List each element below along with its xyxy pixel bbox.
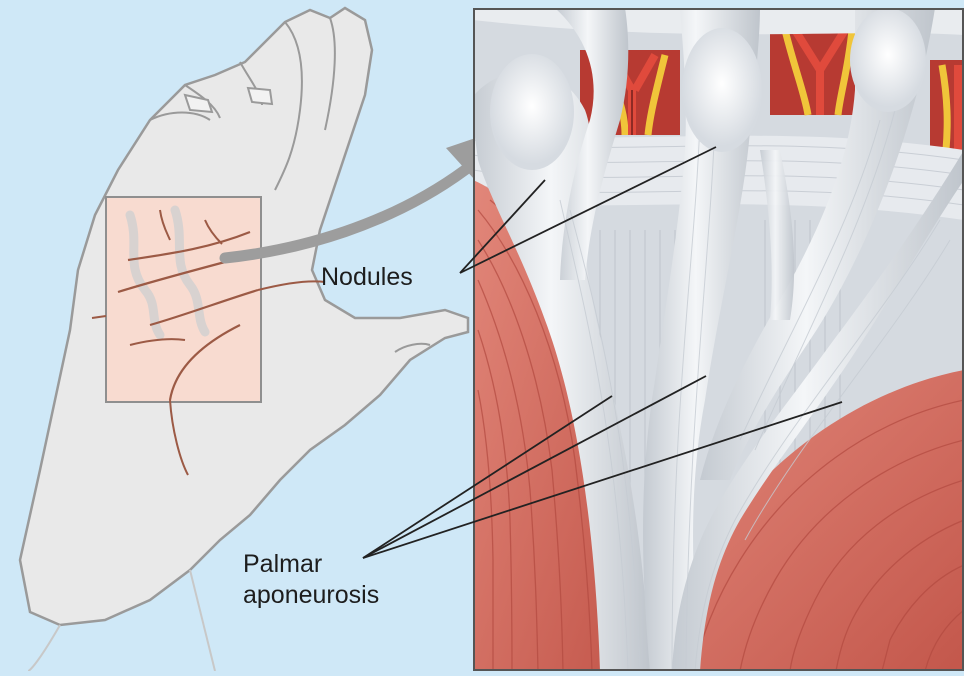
palmar-label-line1: Palmar	[243, 549, 379, 580]
fingernail	[248, 88, 272, 104]
nodule	[850, 8, 926, 112]
wrist-line	[190, 570, 215, 671]
palmar-aponeurosis-label: Palmar aponeurosis	[243, 549, 379, 611]
wrist-line	[28, 625, 60, 671]
neurovascular-bundle	[930, 60, 964, 150]
nodule	[682, 28, 762, 152]
nodules-label: Nodules	[321, 262, 413, 293]
palmar-label-line2: aponeurosis	[243, 580, 379, 611]
palm-inset	[106, 197, 261, 402]
magnified-panel	[470, 8, 964, 671]
nodule	[490, 54, 574, 170]
